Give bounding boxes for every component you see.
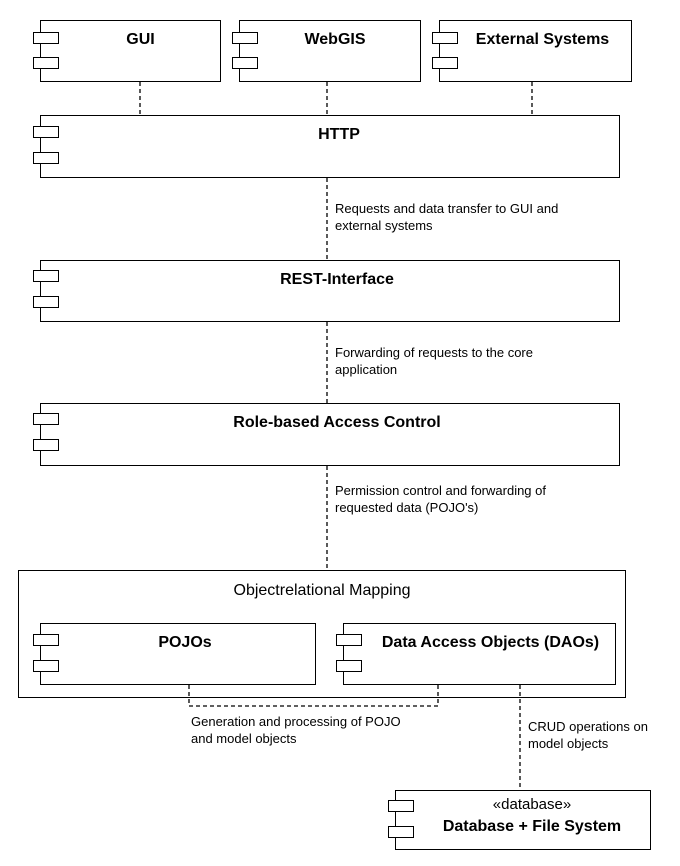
- component-icon: [388, 826, 414, 838]
- component-icon: [33, 152, 59, 164]
- component-icon: [432, 32, 458, 44]
- component-icon: [388, 800, 414, 812]
- component-icon: [33, 439, 59, 451]
- note-line: application: [335, 362, 398, 377]
- external-systems-component: External Systems: [439, 20, 632, 82]
- database-stereotype: «database»: [492, 796, 572, 813]
- note-line: Requests and data transfer to GUI and: [335, 201, 559, 216]
- gui-label: GUI: [126, 31, 155, 48]
- orm-frame-title: Objectrelational Mapping: [233, 582, 411, 599]
- rest-interface-label: REST-Interface: [280, 271, 394, 288]
- component-icon: [33, 413, 59, 425]
- rest-interface-component: REST-Interface: [40, 260, 620, 322]
- component-icon: [336, 634, 362, 646]
- note-line: Forwarding of requests to the core: [335, 345, 533, 360]
- note-line: and model objects: [191, 731, 297, 746]
- external-systems-label: External Systems: [475, 31, 610, 48]
- webgis-label: WebGIS: [304, 31, 366, 48]
- rbac-label: Role-based Access Control: [233, 414, 441, 431]
- component-icon: [33, 57, 59, 69]
- note-line: Generation and processing of POJO: [191, 714, 401, 729]
- component-icon: [232, 32, 258, 44]
- component-icon: [33, 126, 59, 138]
- note-line: CRUD operations on: [528, 719, 648, 734]
- component-icon: [33, 32, 59, 44]
- webgis-component: WebGIS: [239, 20, 421, 82]
- component-icon: [232, 57, 258, 69]
- dao-db-note: CRUD operations on model objects: [528, 718, 648, 752]
- note-line: external systems: [335, 218, 433, 233]
- pojos-component: POJOs: [40, 623, 316, 685]
- rest-rbac-note: Forwarding of requests to the core appli…: [335, 344, 533, 378]
- orm-frame: Objectrelational Mapping: [18, 570, 626, 698]
- component-icon: [336, 660, 362, 672]
- pojos-label: POJOs: [158, 634, 212, 651]
- pojo-dao-note: Generation and processing of POJO and mo…: [191, 713, 401, 747]
- daos-component: Data Access Objects (DAOs): [343, 623, 616, 685]
- gui-component: GUI: [40, 20, 221, 82]
- http-label: HTTP: [318, 126, 360, 143]
- database-label: Database + File System: [442, 818, 622, 835]
- rbac-component: Role-based Access Control: [40, 403, 620, 466]
- component-icon: [33, 634, 59, 646]
- note-line: model objects: [528, 736, 609, 751]
- rbac-orm-note: Permission control and forwarding of req…: [335, 482, 546, 516]
- note-line: requested data (POJO's): [335, 500, 479, 515]
- http-rest-note: Requests and data transfer to GUI and ex…: [335, 200, 558, 234]
- component-icon: [33, 296, 59, 308]
- pojo-dao-connector: [188, 685, 439, 707]
- note-line: Permission control and forwarding of: [335, 483, 546, 498]
- http-component: HTTP: [40, 115, 620, 178]
- database-component: «database» Database + File System: [395, 790, 651, 850]
- component-icon: [33, 270, 59, 282]
- component-icon: [432, 57, 458, 69]
- component-icon: [33, 660, 59, 672]
- daos-label: Data Access Objects (DAOs): [381, 634, 600, 651]
